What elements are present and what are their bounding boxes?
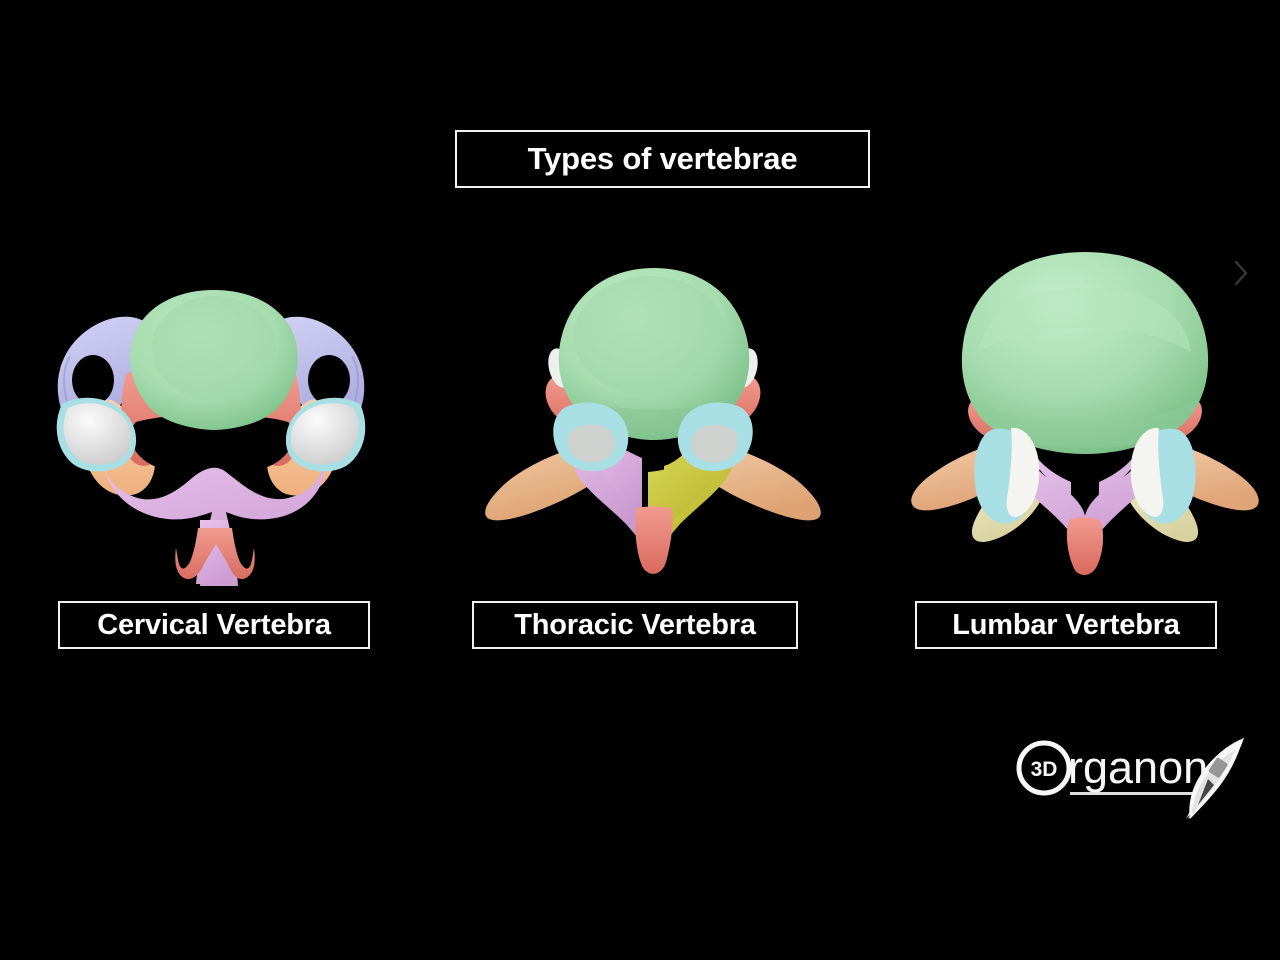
label-lumbar-vertebra: Lumbar Vertebra (915, 601, 1217, 649)
chevron-right-icon[interactable] (1230, 258, 1252, 288)
brand-logo-3d-organon: 3D rganon (1008, 735, 1258, 820)
logo-o-circle (1016, 740, 1072, 796)
thoracic-superior-articular-process-right (677, 402, 753, 472)
lumbar-superior-articular-process-right (1130, 427, 1196, 524)
logo-wordmark: rganon (1068, 742, 1208, 793)
model-cervical-vertebra[interactable] (40, 270, 400, 586)
model-lumbar-vertebra[interactable] (905, 248, 1265, 578)
label-lumbar-text: Lumbar Vertebra (952, 608, 1180, 641)
thoracic-spinous-process (635, 506, 673, 574)
page-title: Types of vertebrae (455, 130, 870, 188)
thoracic-superior-articular-process-left (553, 402, 629, 472)
cervical-transverse-foramen-right (308, 355, 350, 405)
quill-icon (1186, 737, 1244, 819)
label-thoracic-vertebra: Thoracic Vertebra (472, 601, 798, 649)
label-cervical-vertebra: Cervical Vertebra (58, 601, 370, 649)
logo-underline (1070, 792, 1202, 795)
cervical-transverse-foramen-left (72, 355, 114, 405)
label-cervical-text: Cervical Vertebra (97, 608, 331, 641)
label-thoracic-text: Thoracic Vertebra (514, 608, 756, 641)
lumbar-spinous-process (1066, 517, 1104, 575)
page-title-text: Types of vertebrae (527, 141, 798, 176)
thoracic-vertebral-body (558, 268, 750, 440)
cervical-articular-facet-right (285, 397, 366, 472)
cervical-vertebral-body (130, 290, 298, 430)
cervical-articular-facet-left (56, 397, 137, 472)
cervical-spinous-process (175, 528, 255, 580)
lumbar-superior-articular-process-left (974, 427, 1040, 524)
cervical-vertebral-foramen (130, 414, 294, 471)
lumbar-vertebral-body (961, 252, 1209, 454)
model-thoracic-vertebra[interactable] (478, 262, 828, 582)
logo-badge-text: 3D (1031, 758, 1058, 781)
